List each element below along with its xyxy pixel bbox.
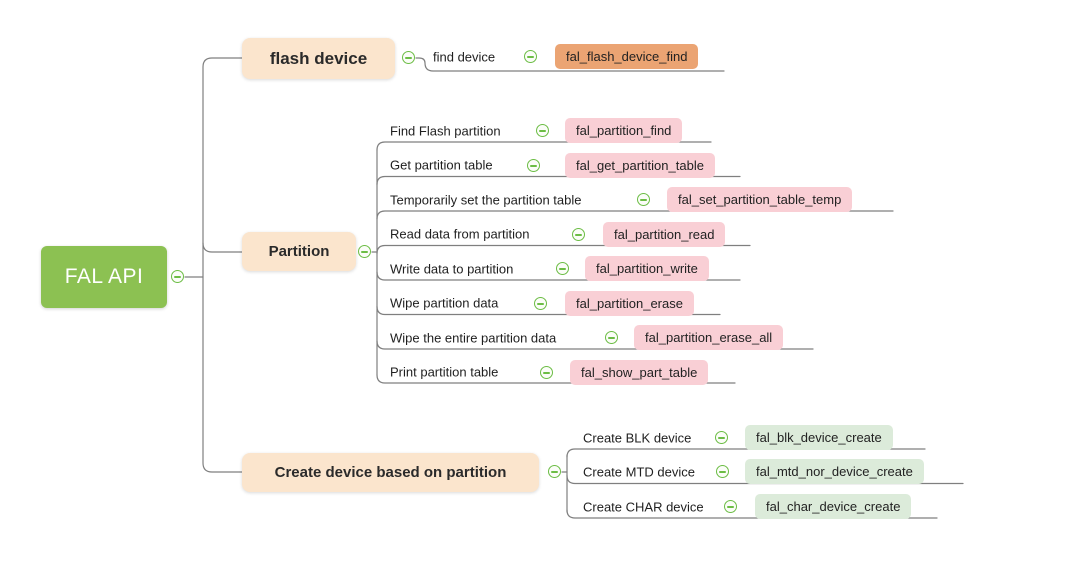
- api-node-fal-partition-erase-all[interactable]: fal_partition_erase_all: [634, 325, 784, 350]
- collapse-icon-create-mtd[interactable]: [716, 465, 729, 478]
- topic-create-char-device[interactable]: Create CHAR device: [583, 499, 704, 515]
- collapse-icon-create-blk[interactable]: [715, 431, 728, 444]
- topic-create-mtd-device[interactable]: Create MTD device: [583, 464, 695, 480]
- minus-glyph: [539, 129, 546, 132]
- topic-create-blk-device[interactable]: Create BLK device: [583, 430, 692, 446]
- collapse-icon-print-partition-table[interactable]: [540, 366, 553, 379]
- api-node-fal-blk-device-create[interactable]: fal_blk_device_create: [745, 425, 893, 450]
- collapse-icon-read-data[interactable]: [572, 228, 585, 241]
- collapse-icon-wipe-entire[interactable]: [605, 331, 618, 344]
- collapse-icon-root[interactable]: [171, 270, 184, 283]
- topic-print-partition-table[interactable]: Print partition table: [390, 364, 499, 380]
- minus-glyph: [527, 55, 534, 58]
- api-label: fal_partition_write: [596, 261, 698, 276]
- collapse-icon-find-device[interactable]: [524, 50, 537, 63]
- api-node-fal-mtd-nor-device-create[interactable]: fal_mtd_nor_device_create: [745, 459, 924, 484]
- api-node-fal-partition-read[interactable]: fal_partition_read: [603, 222, 726, 247]
- collapse-icon-flash-device[interactable]: [402, 51, 415, 64]
- topic-get-partition-table[interactable]: Get partition table: [390, 157, 493, 173]
- collapse-icon-create-device[interactable]: [548, 465, 561, 478]
- api-label: fal_set_partition_table_temp: [678, 192, 842, 207]
- api-node-fal-partition-write[interactable]: fal_partition_write: [585, 256, 709, 281]
- api-node-fal-show-part-table[interactable]: fal_show_part_table: [570, 360, 709, 385]
- collapse-icon-get-partition-table[interactable]: [527, 159, 540, 172]
- api-node-fal-partition-find[interactable]: fal_partition_find: [565, 118, 683, 143]
- branch-node-flash-device[interactable]: flash device: [242, 38, 395, 79]
- api-node-fal-set-partition-table-temp[interactable]: fal_set_partition_table_temp: [667, 187, 853, 212]
- minus-glyph: [551, 470, 558, 473]
- root-label: FAL API: [64, 265, 144, 288]
- api-node-fal-flash-device-find[interactable]: fal_flash_device_find: [555, 44, 699, 69]
- branch-node-create-device[interactable]: Create device based on partition: [242, 453, 539, 492]
- minus-glyph: [361, 250, 368, 253]
- minus-glyph: [537, 302, 544, 305]
- collapse-icon-wipe-partition-data[interactable]: [534, 297, 547, 310]
- collapse-icon-write-data[interactable]: [556, 262, 569, 275]
- minus-glyph: [405, 56, 412, 59]
- api-label: fal_flash_device_find: [566, 49, 688, 64]
- minus-glyph: [174, 275, 181, 278]
- collapse-icon-partition[interactable]: [358, 245, 371, 258]
- topic-temporarily-set-partition-table[interactable]: Temporarily set the partition table: [390, 192, 582, 208]
- api-label: fal_blk_device_create: [756, 430, 882, 445]
- minus-glyph: [727, 505, 734, 508]
- collapse-icon-find-flash-partition[interactable]: [536, 124, 549, 137]
- collapse-icon-temporarily-set[interactable]: [637, 193, 650, 206]
- api-label: fal_mtd_nor_device_create: [756, 464, 913, 479]
- topic-find-flash-partition[interactable]: Find Flash partition: [390, 123, 501, 139]
- branch-label: Create device based on partition: [274, 464, 507, 481]
- api-node-fal-char-device-create[interactable]: fal_char_device_create: [755, 494, 912, 519]
- minus-glyph: [575, 233, 582, 236]
- collapse-icon-create-char[interactable]: [724, 500, 737, 513]
- branch-node-partition[interactable]: Partition: [242, 232, 356, 271]
- api-label: fal_partition_erase: [576, 296, 683, 311]
- root-node-fal-api[interactable]: FAL API: [41, 246, 167, 308]
- api-label: fal_get_partition_table: [576, 158, 704, 173]
- topic-read-data-from-partition[interactable]: Read data from partition: [390, 226, 530, 242]
- topic-find-device[interactable]: find device: [433, 49, 496, 65]
- api-node-fal-get-partition-table[interactable]: fal_get_partition_table: [565, 153, 715, 178]
- api-label: fal_char_device_create: [766, 499, 901, 514]
- api-label: fal_partition_read: [614, 227, 715, 242]
- api-label: fal_show_part_table: [581, 365, 698, 380]
- topic-wipe-entire-partition-data[interactable]: Wipe the entire partition data: [390, 330, 557, 346]
- minus-glyph: [543, 371, 550, 374]
- minus-glyph: [640, 198, 647, 201]
- topic-wipe-partition-data[interactable]: Wipe partition data: [390, 295, 499, 311]
- minus-glyph: [559, 267, 566, 270]
- minus-glyph: [530, 164, 537, 167]
- branch-label: Partition: [268, 243, 330, 260]
- api-label: fal_partition_erase_all: [645, 330, 773, 345]
- minus-glyph: [718, 436, 725, 439]
- branch-label: flash device: [269, 48, 368, 68]
- minus-glyph: [608, 336, 615, 339]
- api-label: fal_partition_find: [576, 123, 672, 138]
- topic-write-data-to-partition[interactable]: Write data to partition: [390, 261, 514, 277]
- minus-glyph: [719, 470, 726, 473]
- api-node-fal-partition-erase[interactable]: fal_partition_erase: [565, 291, 694, 316]
